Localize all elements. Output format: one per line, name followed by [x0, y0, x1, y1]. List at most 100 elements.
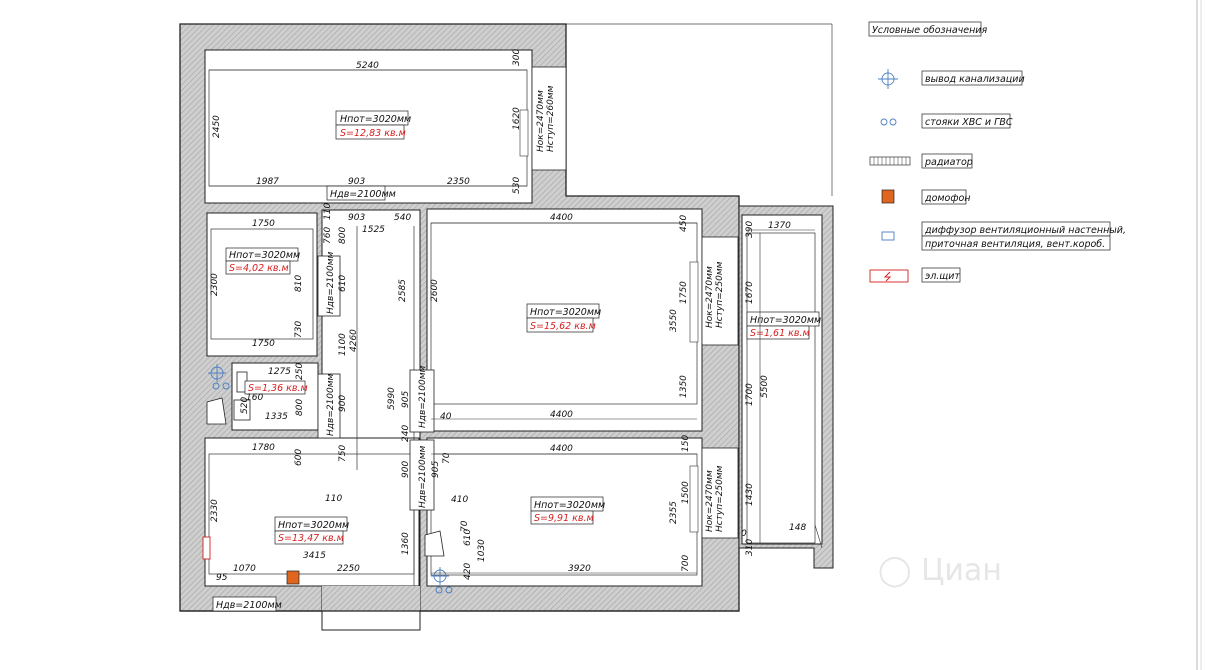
window-center	[701, 236, 739, 346]
watermark: ◯ Циан	[878, 553, 1002, 588]
room-labels: Нпот=3020мм S=12,83 кв.м Нпот=3020мм S=4…	[225, 110, 821, 545]
dim-70a: 70	[442, 452, 452, 464]
dim-5990: 5990	[387, 387, 397, 410]
dim-250: 250	[295, 363, 305, 380]
toilet-2	[424, 530, 445, 557]
dim-5500: 5500	[760, 375, 770, 398]
dim-70b: 70	[460, 520, 470, 532]
dim-1750b: 1750	[252, 339, 275, 349]
legend-title: Условные обозначения	[872, 25, 987, 36]
legend-diffuser-label-2: приточная вентиляция, вент.корoб.	[925, 239, 1105, 250]
dim-300: 300	[512, 49, 522, 66]
window-top	[531, 66, 567, 171]
dim-110a: 110	[323, 203, 333, 220]
dim-700: 700	[681, 555, 691, 572]
dim-1670: 1670	[745, 281, 755, 304]
dimension-lines	[209, 69, 823, 574]
legend-intercom-label: домофон	[924, 193, 971, 204]
dim-4400a: 4400	[550, 213, 573, 223]
room-small-left-floor	[206, 212, 318, 357]
dim-810: 810	[294, 275, 304, 292]
window-label-2a: Нок=2470мм	[705, 266, 715, 328]
radiator-bottom	[689, 465, 699, 533]
dim-800b: 800	[295, 399, 305, 416]
fixtures	[206, 371, 445, 557]
dim-600: 600	[294, 449, 304, 466]
dim-148: 148	[789, 523, 806, 533]
dim-1620: 1620	[512, 107, 522, 130]
room-bath-area: S=1,36 кв.м	[248, 383, 308, 394]
room-balcony-area: S=1,61 кв.м	[750, 328, 810, 339]
dim-1360: 1360	[401, 532, 411, 555]
dim-1030: 1030	[477, 539, 487, 562]
radiator-top	[519, 109, 529, 157]
dim-750: 750	[338, 445, 348, 462]
legend: Условные обозначения вывод канализации с…	[868, 21, 1126, 283]
window-label-2b: Нступ=250мм	[715, 261, 725, 328]
dim-800a: 800	[338, 227, 348, 244]
dim-900a: 900	[338, 395, 348, 412]
dim-1350: 1350	[679, 375, 689, 398]
dim-3920: 3920	[568, 564, 591, 574]
dim-520: 520	[240, 397, 250, 414]
frame-balcony	[746, 232, 816, 544]
radiator-center	[689, 261, 699, 343]
dim-1987: 1987	[256, 177, 279, 187]
electric-panel-icon	[869, 269, 909, 283]
dim-905a: 905	[401, 391, 411, 408]
legend-diffuser-label: диффузор вентиляционный настенный,	[924, 225, 1126, 236]
door-label-v3: Ндв=2100мм	[418, 365, 428, 428]
dim-1750a: 1750	[252, 219, 275, 229]
plan-intercom	[286, 570, 300, 585]
dim-95: 95	[216, 573, 228, 583]
room-bottom-left-height: Нпот=3020мм	[278, 520, 349, 531]
room-small-left-height: Нпот=3020мм	[229, 250, 300, 261]
room-top-left-height: Нпот=3020мм	[340, 114, 411, 125]
water-risers-icon	[880, 118, 897, 126]
corridor-wall-mask	[322, 586, 420, 611]
intercom-icon	[881, 189, 895, 204]
radiators	[519, 109, 699, 533]
dim-2350: 2350	[447, 177, 470, 187]
sink-1	[233, 399, 251, 421]
toilet-1	[206, 397, 227, 425]
room-bottom-left-floor-2	[204, 437, 420, 587]
dim-1750c: 1750	[679, 281, 689, 304]
dim-540: 540	[394, 213, 411, 223]
door-opening-1	[317, 255, 341, 317]
frame-small-left	[210, 228, 314, 340]
dim-1500: 1500	[681, 481, 691, 504]
dim-310: 310	[745, 539, 755, 556]
door-opening-4	[409, 439, 435, 511]
dim-1525: 1525	[362, 225, 385, 235]
door-label-bottom: Ндв=2100мм	[216, 600, 282, 611]
dim-903b: 903	[348, 213, 365, 223]
dim-1100: 1100	[338, 333, 348, 356]
dim-150: 150	[681, 435, 691, 452]
plan-electric-panel	[202, 536, 211, 560]
dim-0: 0	[741, 529, 747, 539]
dim-1700: 1700	[745, 383, 755, 406]
door-labels: Ндв=2100мм Ндв=2100мм Ндв=2100мм Ндв=210…	[212, 185, 428, 612]
window-label-3b: Нступ=250мм	[715, 465, 725, 532]
dim-530: 530	[512, 177, 522, 194]
legend-risers-label: стояки ХВС и ГВС	[925, 117, 1013, 128]
dim-40: 40	[440, 412, 452, 422]
dim-4400b: 4400	[550, 410, 573, 420]
dim-3550: 3550	[669, 309, 679, 332]
door-openings	[317, 255, 435, 511]
dim-760: 760	[323, 227, 333, 244]
window-labels: Нок=2470мм Нступ=260мм Нок=2470мм Нступ=…	[536, 85, 725, 532]
dim-2600: 2600	[430, 279, 440, 302]
room-balcony-floor	[741, 214, 823, 545]
dim-390: 390	[745, 221, 755, 238]
door-label-v2: Ндв=2100мм	[326, 373, 336, 436]
door-label-v4: Ндв=2100мм	[418, 445, 428, 508]
dim-4400c: 4400	[550, 444, 573, 454]
door-label-v1: Ндв=2100мм	[326, 251, 336, 314]
dim-1275: 1275	[268, 367, 291, 377]
room-small-left-area: S=4,02 кв.м	[229, 263, 289, 274]
sewer-outlet-icon	[878, 69, 898, 89]
dim-2355: 2355	[669, 501, 679, 524]
room-center-height: Нпот=3020мм	[530, 307, 601, 318]
